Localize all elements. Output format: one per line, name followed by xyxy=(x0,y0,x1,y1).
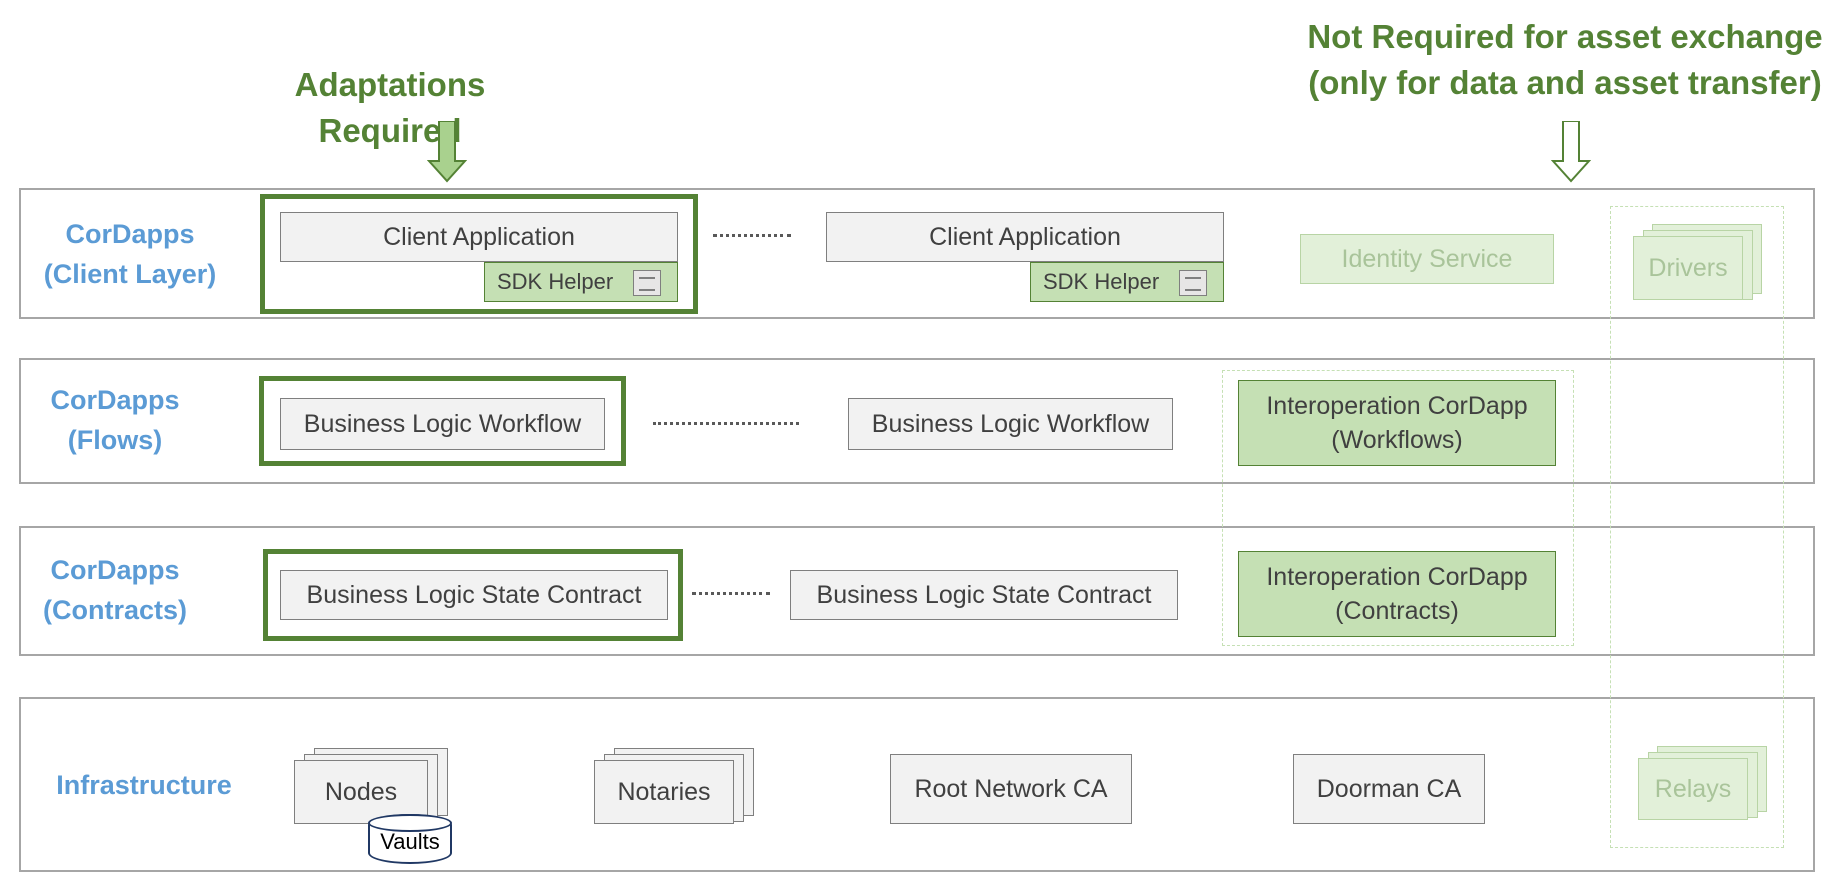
relays-box: Relays xyxy=(1638,758,1748,820)
relay-driver-region xyxy=(1610,206,1784,848)
interoperation-cordapp-contracts-box: Interoperation CorDapp (Contracts) xyxy=(1238,551,1556,637)
adaptation-highlight-flows xyxy=(259,376,626,466)
business-logic-state-contract-box: Business Logic State Contract xyxy=(790,570,1178,620)
interoperation-cordapp-workflows-box: Interoperation CorDapp (Workflows) xyxy=(1238,380,1556,466)
lane-label-flows: CorDapps (Flows) xyxy=(50,385,180,455)
client-application-box: Client Application xyxy=(280,212,678,262)
business-logic-state-contract-box: Business Logic State Contract xyxy=(280,570,668,620)
document-icon xyxy=(633,270,661,296)
callout-not-required: Not Required for asset exchange (only fo… xyxy=(1307,18,1823,101)
interop-cordapp-region xyxy=(1222,370,1574,646)
dotted-connector-flows xyxy=(653,422,799,425)
sdk-helper-label: SDK Helper xyxy=(497,269,614,294)
business-logic-workflow-box: Business Logic Workflow xyxy=(848,398,1173,450)
adaptation-highlight-contracts xyxy=(263,549,683,641)
sdk-helper-box: SDK Helper xyxy=(484,262,678,302)
vaults-label: Vaults xyxy=(380,829,440,854)
lane-label-contracts: CorDapps (Contracts) xyxy=(42,555,187,625)
doorman-ca-box: Doorman CA xyxy=(1293,754,1485,824)
client-application-box: Client Application xyxy=(826,212,1224,262)
drivers-box: Drivers xyxy=(1633,236,1743,300)
notaries-box: Notaries xyxy=(594,760,734,824)
business-logic-workflow-box: Business Logic Workflow xyxy=(280,398,605,450)
dotted-connector-contracts xyxy=(692,592,770,595)
lane-label-client-layer: CorDapps (Client Layer) xyxy=(43,219,217,289)
filled-down-arrow-icon xyxy=(427,121,467,183)
vaults-database-cylinder-icon: Vaults xyxy=(368,814,452,864)
adaptation-highlight-client xyxy=(260,194,698,314)
lane-label-infrastructure: Infrastructure xyxy=(56,770,232,800)
document-icon xyxy=(1179,270,1207,296)
dotted-connector-client xyxy=(713,234,791,237)
callout-adaptations-required: Adaptations Required xyxy=(294,66,486,149)
sdk-helper-box: SDK Helper xyxy=(1030,262,1224,302)
identity-service-box: Identity Service xyxy=(1300,234,1554,284)
root-network-ca-box: Root Network CA xyxy=(890,754,1132,824)
sdk-helper-label: SDK Helper xyxy=(1043,269,1160,294)
outline-down-arrow-icon xyxy=(1551,121,1591,183)
